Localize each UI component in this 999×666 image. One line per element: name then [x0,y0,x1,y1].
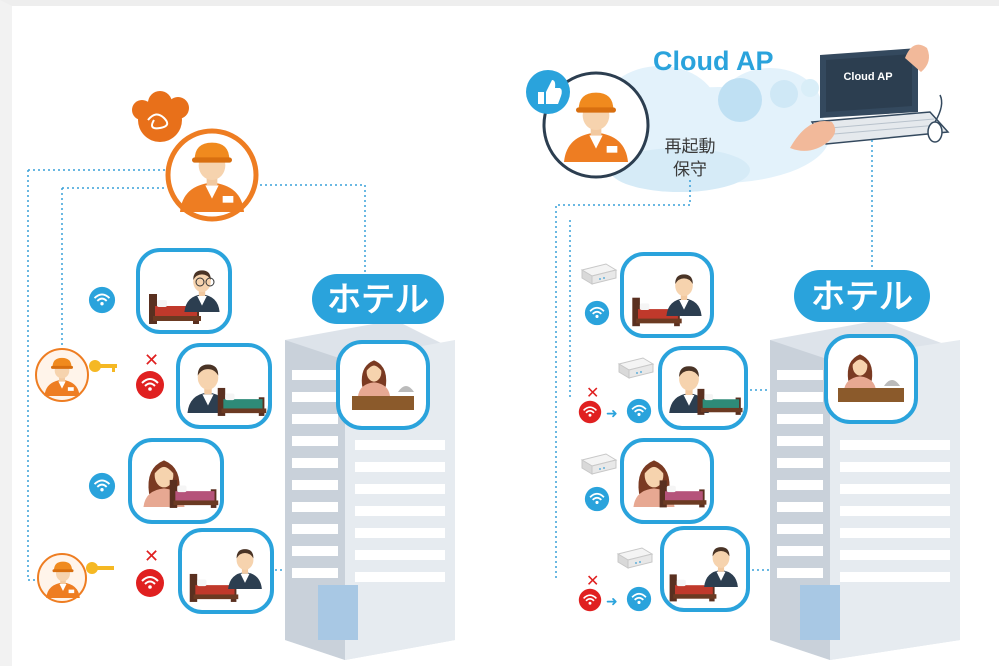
action-maintenance: 保守 [673,160,707,180]
access-point-icon [581,263,617,285]
left-scene: ✕ ✕ [27,91,455,660]
key-icon [86,562,114,574]
manager-worker-avatar [165,128,259,222]
hotel-label-left: ホテル [312,274,444,324]
guest-room-3 [128,438,224,524]
guest-room-r1 [620,252,714,338]
guest-room-r3 [620,438,714,524]
trouble-bubble [132,91,189,142]
wifi-down-1: ✕ [135,350,165,400]
guest-room-r2 [658,346,748,430]
guest-room-1 [136,248,232,334]
access-point-icon [581,453,617,475]
access-point-icon [618,357,654,379]
wifi-icon [88,286,116,314]
cloud-title: Cloud AP [653,46,774,76]
hotel-label-text: ホテル [327,280,429,320]
wifi-switch-1: ✕ ➜ [578,383,652,424]
reception-tile-right [824,334,918,424]
left-connectors [27,169,366,581]
admin-avatar [526,70,650,179]
wifi-icon [88,472,116,500]
cross-icon: ✕ [144,350,159,371]
hotel-label-text: ホテル [811,277,913,317]
reception-tile-left [336,340,430,430]
cross-icon: ✕ [586,571,599,590]
worker-with-key-1 [35,348,117,402]
guest-room-2 [176,343,272,429]
wifi-icon [584,300,610,326]
arrow-right-icon: ➜ [606,594,618,610]
action-restart: 再起動 [665,137,716,157]
hotel-label-right: ホテル [794,270,930,322]
thumbs-up-icon [538,80,562,104]
wifi-icon [584,486,610,512]
laptop-screen-label: Cloud AP [843,71,892,83]
access-point-icon [617,547,653,569]
wifi-switch-2: ✕ ➜ [578,571,652,612]
wifi-down-2: ✕ [135,546,165,598]
cross-icon: ✕ [144,546,159,567]
key-icon [89,360,117,372]
guest-room-4 [178,528,274,614]
cross-icon: ✕ [586,383,599,402]
arrow-right-icon: ➜ [606,406,618,422]
laptop-icon: Cloud AP [790,44,950,151]
worker-with-key-2 [37,553,114,603]
right-scene: Cloud AP 再起動 保守 Cloud AP [526,44,960,660]
guest-room-r4 [660,526,750,612]
